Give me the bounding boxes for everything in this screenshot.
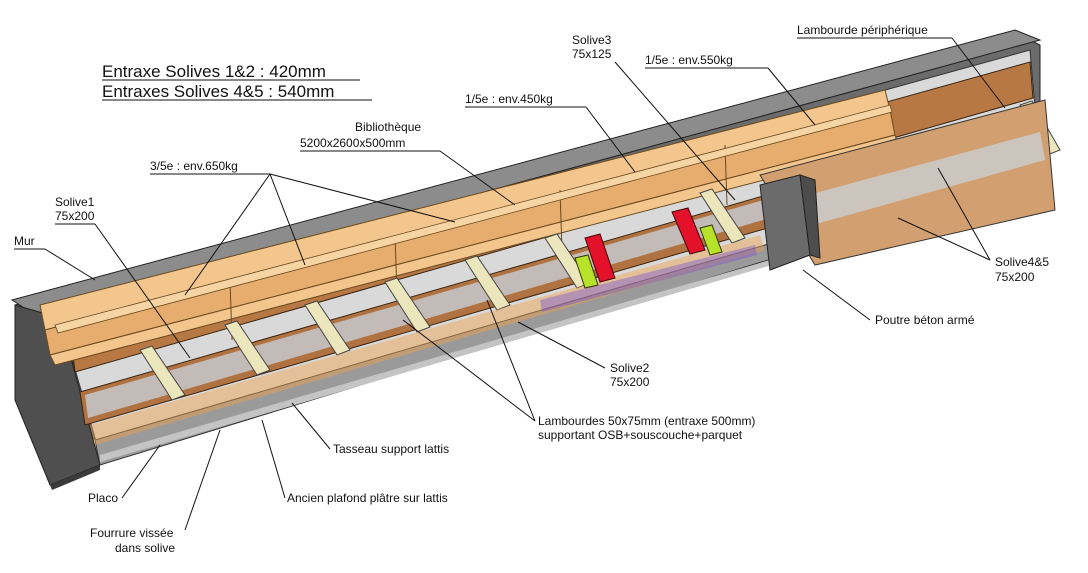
label-solive2-size: 75x200 <box>610 375 650 389</box>
heading-line2: Entraxes Solives 4&5 : 540mm <box>102 82 334 101</box>
label-fourrure-line1: Fourrure vissée <box>90 526 174 540</box>
load-blocks <box>574 207 723 289</box>
label-solive1-name: Solive1 <box>55 195 95 209</box>
heading-line1: Entraxe Solives 1&2 : 420mm <box>102 62 326 81</box>
label-placo: Placo <box>88 491 118 505</box>
annotations: Lambourde périphérique Solive3 75x125 1/… <box>14 23 1049 555</box>
label-solive3-size: 75x125 <box>572 47 612 61</box>
label-tasseau: Tasseau support lattis <box>333 442 449 456</box>
label-mur: Mur <box>14 234 35 248</box>
label-solive1-size: 75x200 <box>55 209 95 223</box>
right-section <box>759 99 1056 271</box>
label-lambourdes-line2: supportant OSB+souscouche+parquet <box>538 428 743 442</box>
label-bibliotheque-size: 5200x2600x500mm <box>300 136 405 150</box>
label-lambourde-peripherique: Lambourde périphérique <box>797 23 928 37</box>
label-load-left: 3/5e : env.650kg <box>150 159 238 173</box>
label-solive2-name: Solive2 <box>610 361 650 375</box>
label-bibliotheque-name: Bibliothèque <box>355 120 421 134</box>
label-fourrure-line2: dans solive <box>115 541 175 555</box>
label-load-right: 1/5e : env.550kg <box>645 53 733 67</box>
label-solive3-name: Solive3 <box>572 33 612 47</box>
label-ancien-plafond: Ancien plafond plâtre sur lattis <box>287 491 448 505</box>
label-load-mid: 1/5e : env.450kg <box>465 92 553 106</box>
label-lambourdes-line1: Lambourdes 50x75mm (entraxe 500mm) <box>538 414 755 428</box>
heading: Entraxe Solives 1&2 : 420mm Entraxes Sol… <box>102 62 372 101</box>
label-solive45-name: Solive4&5 <box>995 255 1049 269</box>
label-solive45-size: 75x200 <box>995 270 1035 284</box>
label-poutre: Poutre béton armé <box>875 313 975 327</box>
